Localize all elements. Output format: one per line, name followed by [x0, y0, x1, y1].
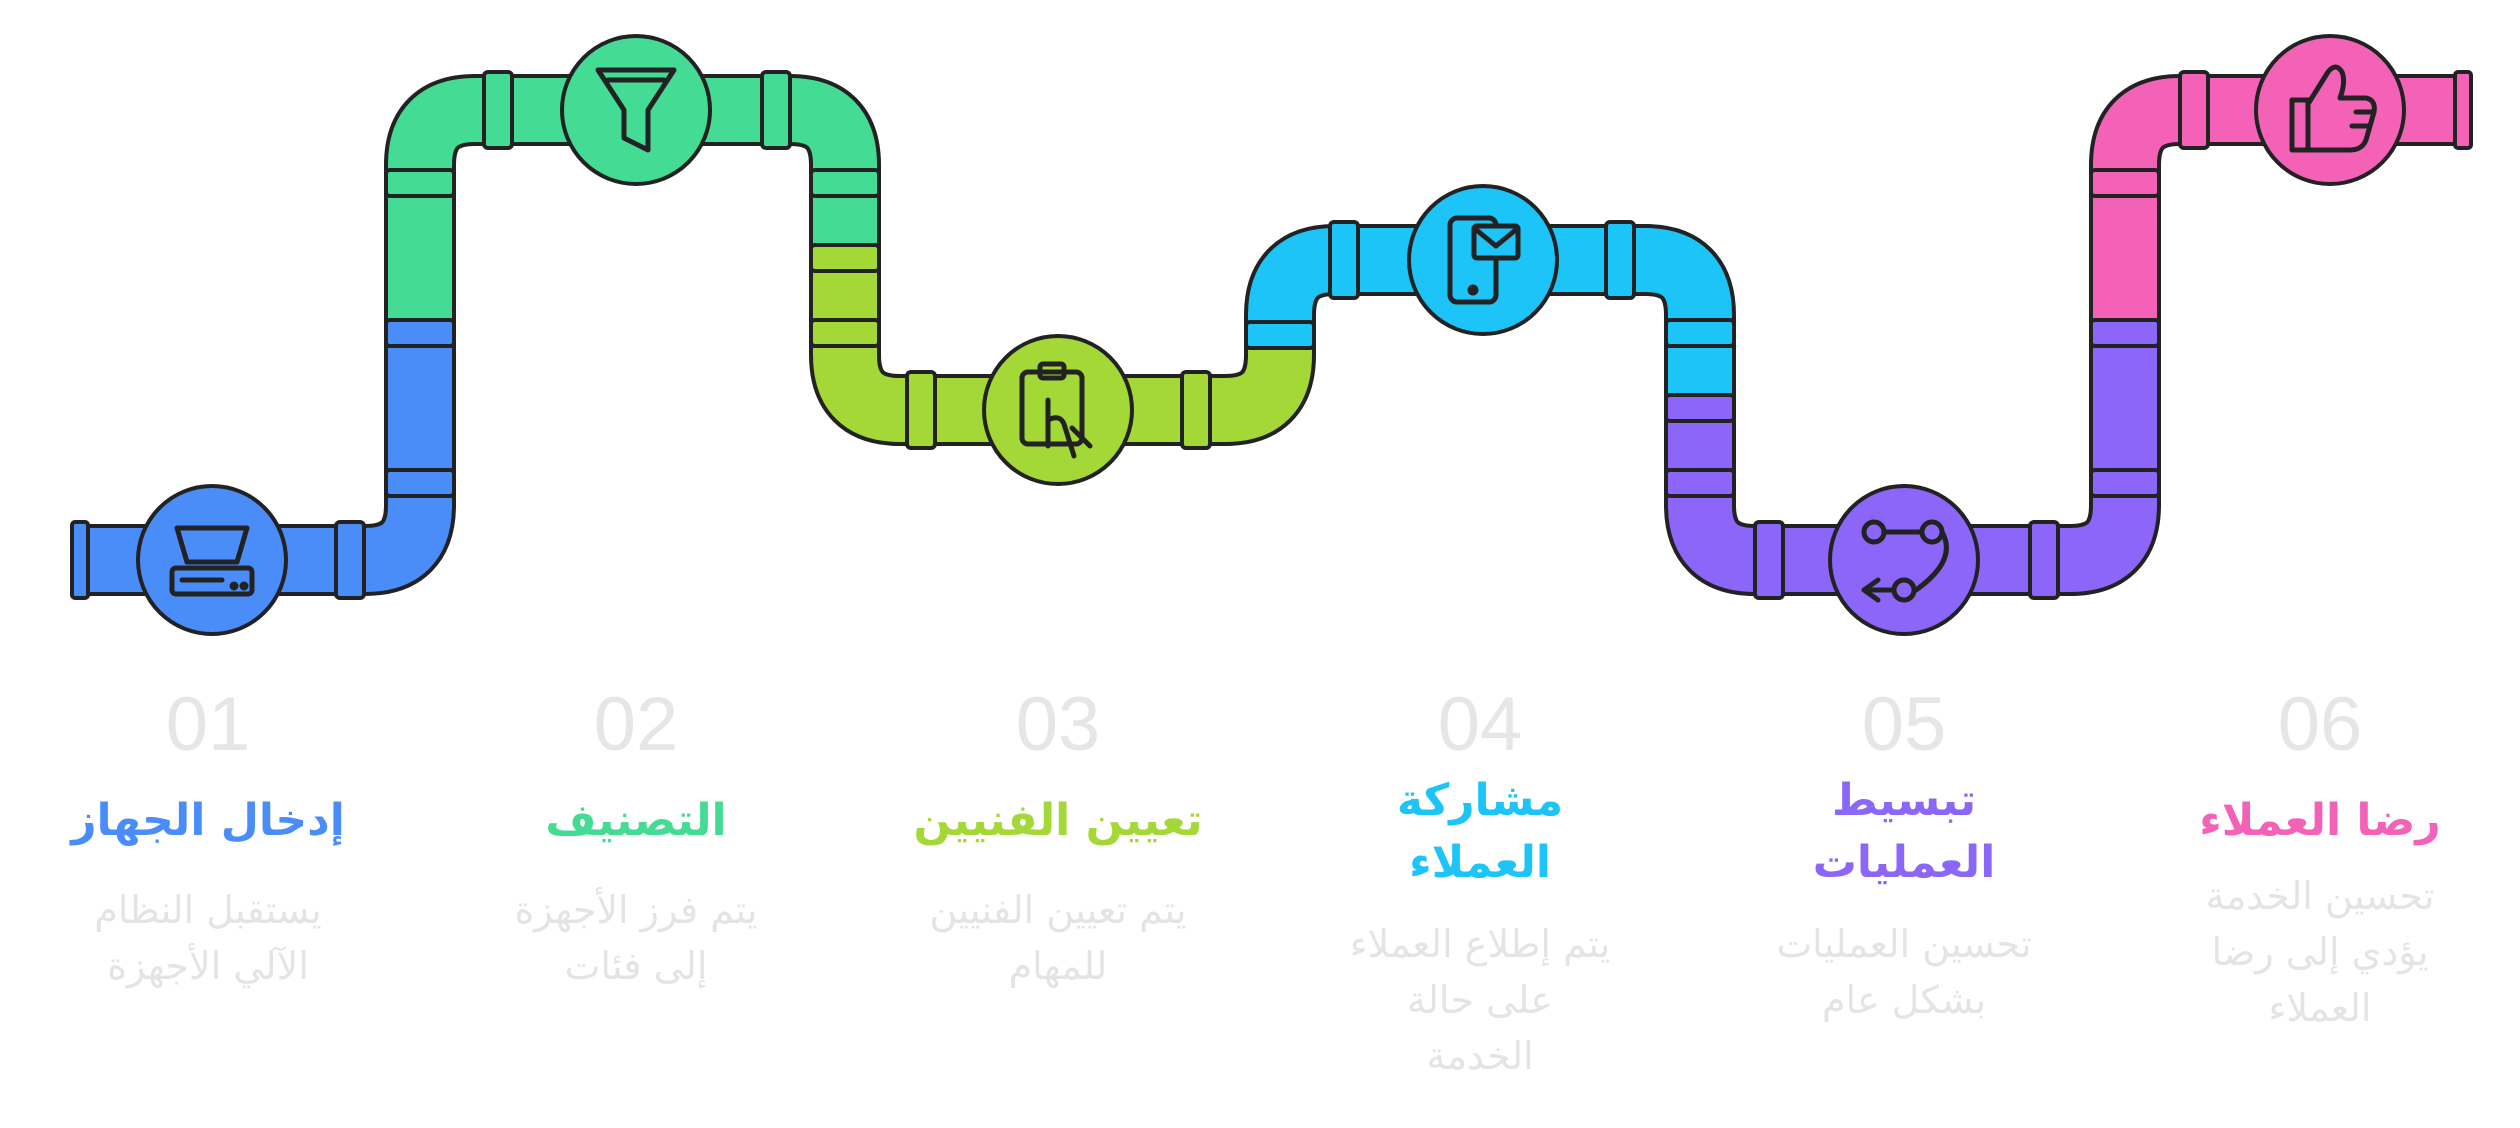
clipboard-hand-icon [982, 334, 1134, 486]
step-title: مشاركة العملاء [1396, 775, 1564, 888]
step-title: إدخال الجهاز [71, 795, 345, 846]
step-number: 02 [593, 682, 679, 767]
step-03: 03 تعيين الفنيين يتم تعيين الفنيين للمها… [868, 680, 1248, 994]
step-06: 06 رضا العملاء تحسين الخدمة يؤدي إلى رضا… [2130, 680, 2510, 1036]
step-number: 01 [165, 682, 251, 767]
step-title: تعيين الفنيين [913, 795, 1203, 846]
pipeline-diagram [70, 34, 2473, 636]
step-number: 04 [1437, 682, 1523, 767]
step-title: تبسيط العمليات [1812, 775, 1996, 888]
step-number: 06 [2277, 682, 2363, 767]
step-01: 01 إدخال الجهاز يستقبل النظام الآلي الأج… [18, 680, 398, 994]
step-description: تحسين الخدمة يؤدي إلى رضا العملاء [2205, 874, 2435, 1030]
thumbs-up-icon [2254, 34, 2406, 186]
step-title: رضا العملاء [2199, 795, 2441, 846]
step-description: يتم فرز الأجهزة إلى فئات [514, 888, 758, 988]
step-05: 05 تبسيط العمليات تحسين العمليات بشكل عا… [1714, 680, 2094, 1028]
step-04: 04 مشاركة العملاء يتم إطلاع العملاء على … [1290, 680, 1670, 1084]
step-02: 02 التصنيف يتم فرز الأجهزة إلى فئات [446, 680, 826, 994]
step-description: يتم تعيين الفنيين للمهام [929, 888, 1187, 988]
step-description: يستقبل النظام الآلي الأجهزة [94, 888, 322, 988]
step-number: 05 [1861, 682, 1947, 767]
step-description: يتم إطلاع العملاء على حالة الخدمة [1349, 922, 1611, 1078]
step-title: التصنيف [545, 795, 727, 846]
step-description: تحسين العمليات بشكل عام [1776, 922, 2032, 1022]
filter-icon [560, 34, 712, 186]
step-number: 03 [1015, 682, 1101, 767]
workflow-icon [1828, 484, 1980, 636]
